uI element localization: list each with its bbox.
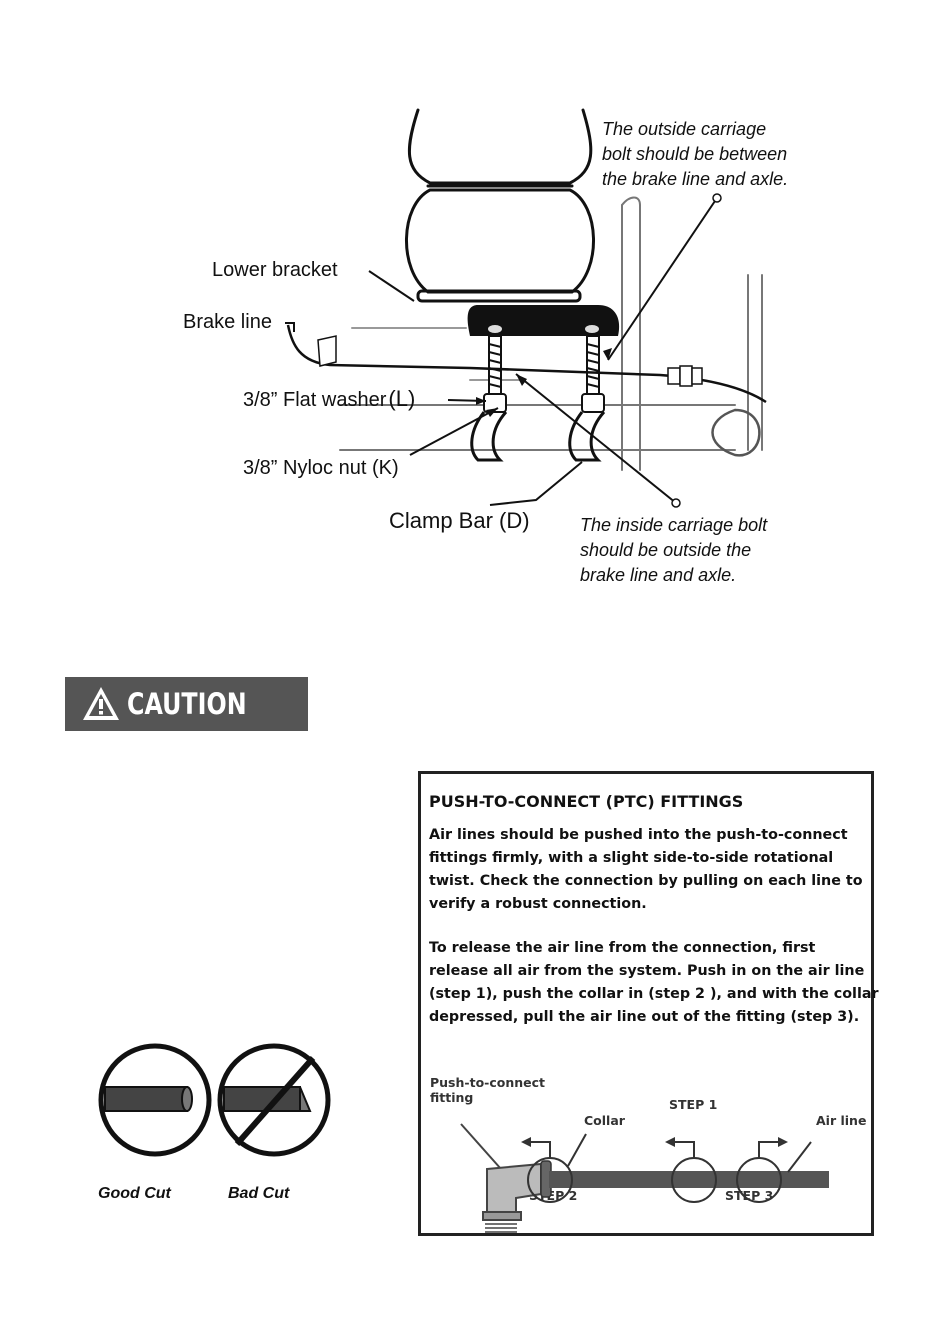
clamp-bar-left [470, 411, 508, 462]
air-line-tube [549, 1171, 829, 1188]
lower-bracket-plate [416, 289, 582, 303]
ptc-title: PUSH-TO-CONNECT (PTC) FITTINGS [429, 792, 744, 811]
ptc-fitting-icon [482, 1160, 552, 1233]
fitting-label: Push-to-connect fitting [430, 1075, 545, 1105]
collar-label: Collar [584, 1113, 625, 1128]
flat-washer-code: (L) [388, 386, 416, 411]
ptc-paragraph-1: Air lines should be pushed into the push… [429, 827, 863, 912]
good-cut-icon [98, 1043, 212, 1157]
lower-bracket-label: Lower bracket [212, 259, 338, 281]
installation-diagram [285, 108, 767, 508]
good-cut-label: Good Cut [98, 1185, 171, 1202]
air-bag-bottom [405, 188, 595, 294]
inside-bolt-note-line: brake line and axle. [580, 565, 737, 585]
bracket-block [467, 305, 620, 336]
inside-bolt-note-line: The inside carriage bolt [580, 515, 768, 535]
cut-illustration [98, 1043, 331, 1157]
clamp-bar-label: Clamp Bar (D) [389, 508, 530, 533]
flat-washer-text: 3/8” Flat washer [243, 389, 387, 411]
step1-label: STEP 1 [669, 1097, 718, 1112]
nyloc-nut-label: 3/8” Nyloc nut (K) [243, 457, 399, 479]
warning-triangle-icon [83, 687, 119, 720]
bad-cut-icon [217, 1043, 331, 1157]
outside-bolt-note: The outside carriage bolt should be betw… [602, 117, 788, 192]
flat-washer-label: 3/8” Flat washer(L) [243, 386, 415, 412]
ptc-step-diagram [460, 1123, 829, 1233]
bad-cut-label: Bad Cut [228, 1185, 290, 1202]
step3-label: STEP 3 [725, 1188, 774, 1203]
outside-bolt-note-line: bolt should be between [602, 144, 788, 164]
fitting-label-line: fitting [430, 1090, 474, 1105]
brake-line [286, 324, 767, 404]
caution-label: CAUTION [127, 687, 247, 721]
fitting-label-line: Push-to-connect [430, 1075, 545, 1090]
ptc-paragraph-2: To release the air line from the connect… [429, 940, 879, 1025]
air-line-label: Air line [816, 1113, 867, 1128]
air-bag-top [407, 108, 593, 185]
caution-banner: CAUTION [65, 677, 308, 731]
inside-bolt-note-line: should be outside the [580, 540, 752, 560]
inside-bolt-note: The inside carriage bolt should be outsi… [580, 513, 767, 588]
outside-bolt-note-line: The outside carriage [602, 119, 767, 139]
ptc-info-box: PUSH-TO-CONNECT (PTC) FITTINGS Air lines… [418, 771, 879, 1236]
brake-line-label: Brake line [183, 311, 272, 333]
clamp-bar-right [568, 411, 606, 462]
outside-bolt-note-line: the brake line and axle. [602, 169, 789, 189]
